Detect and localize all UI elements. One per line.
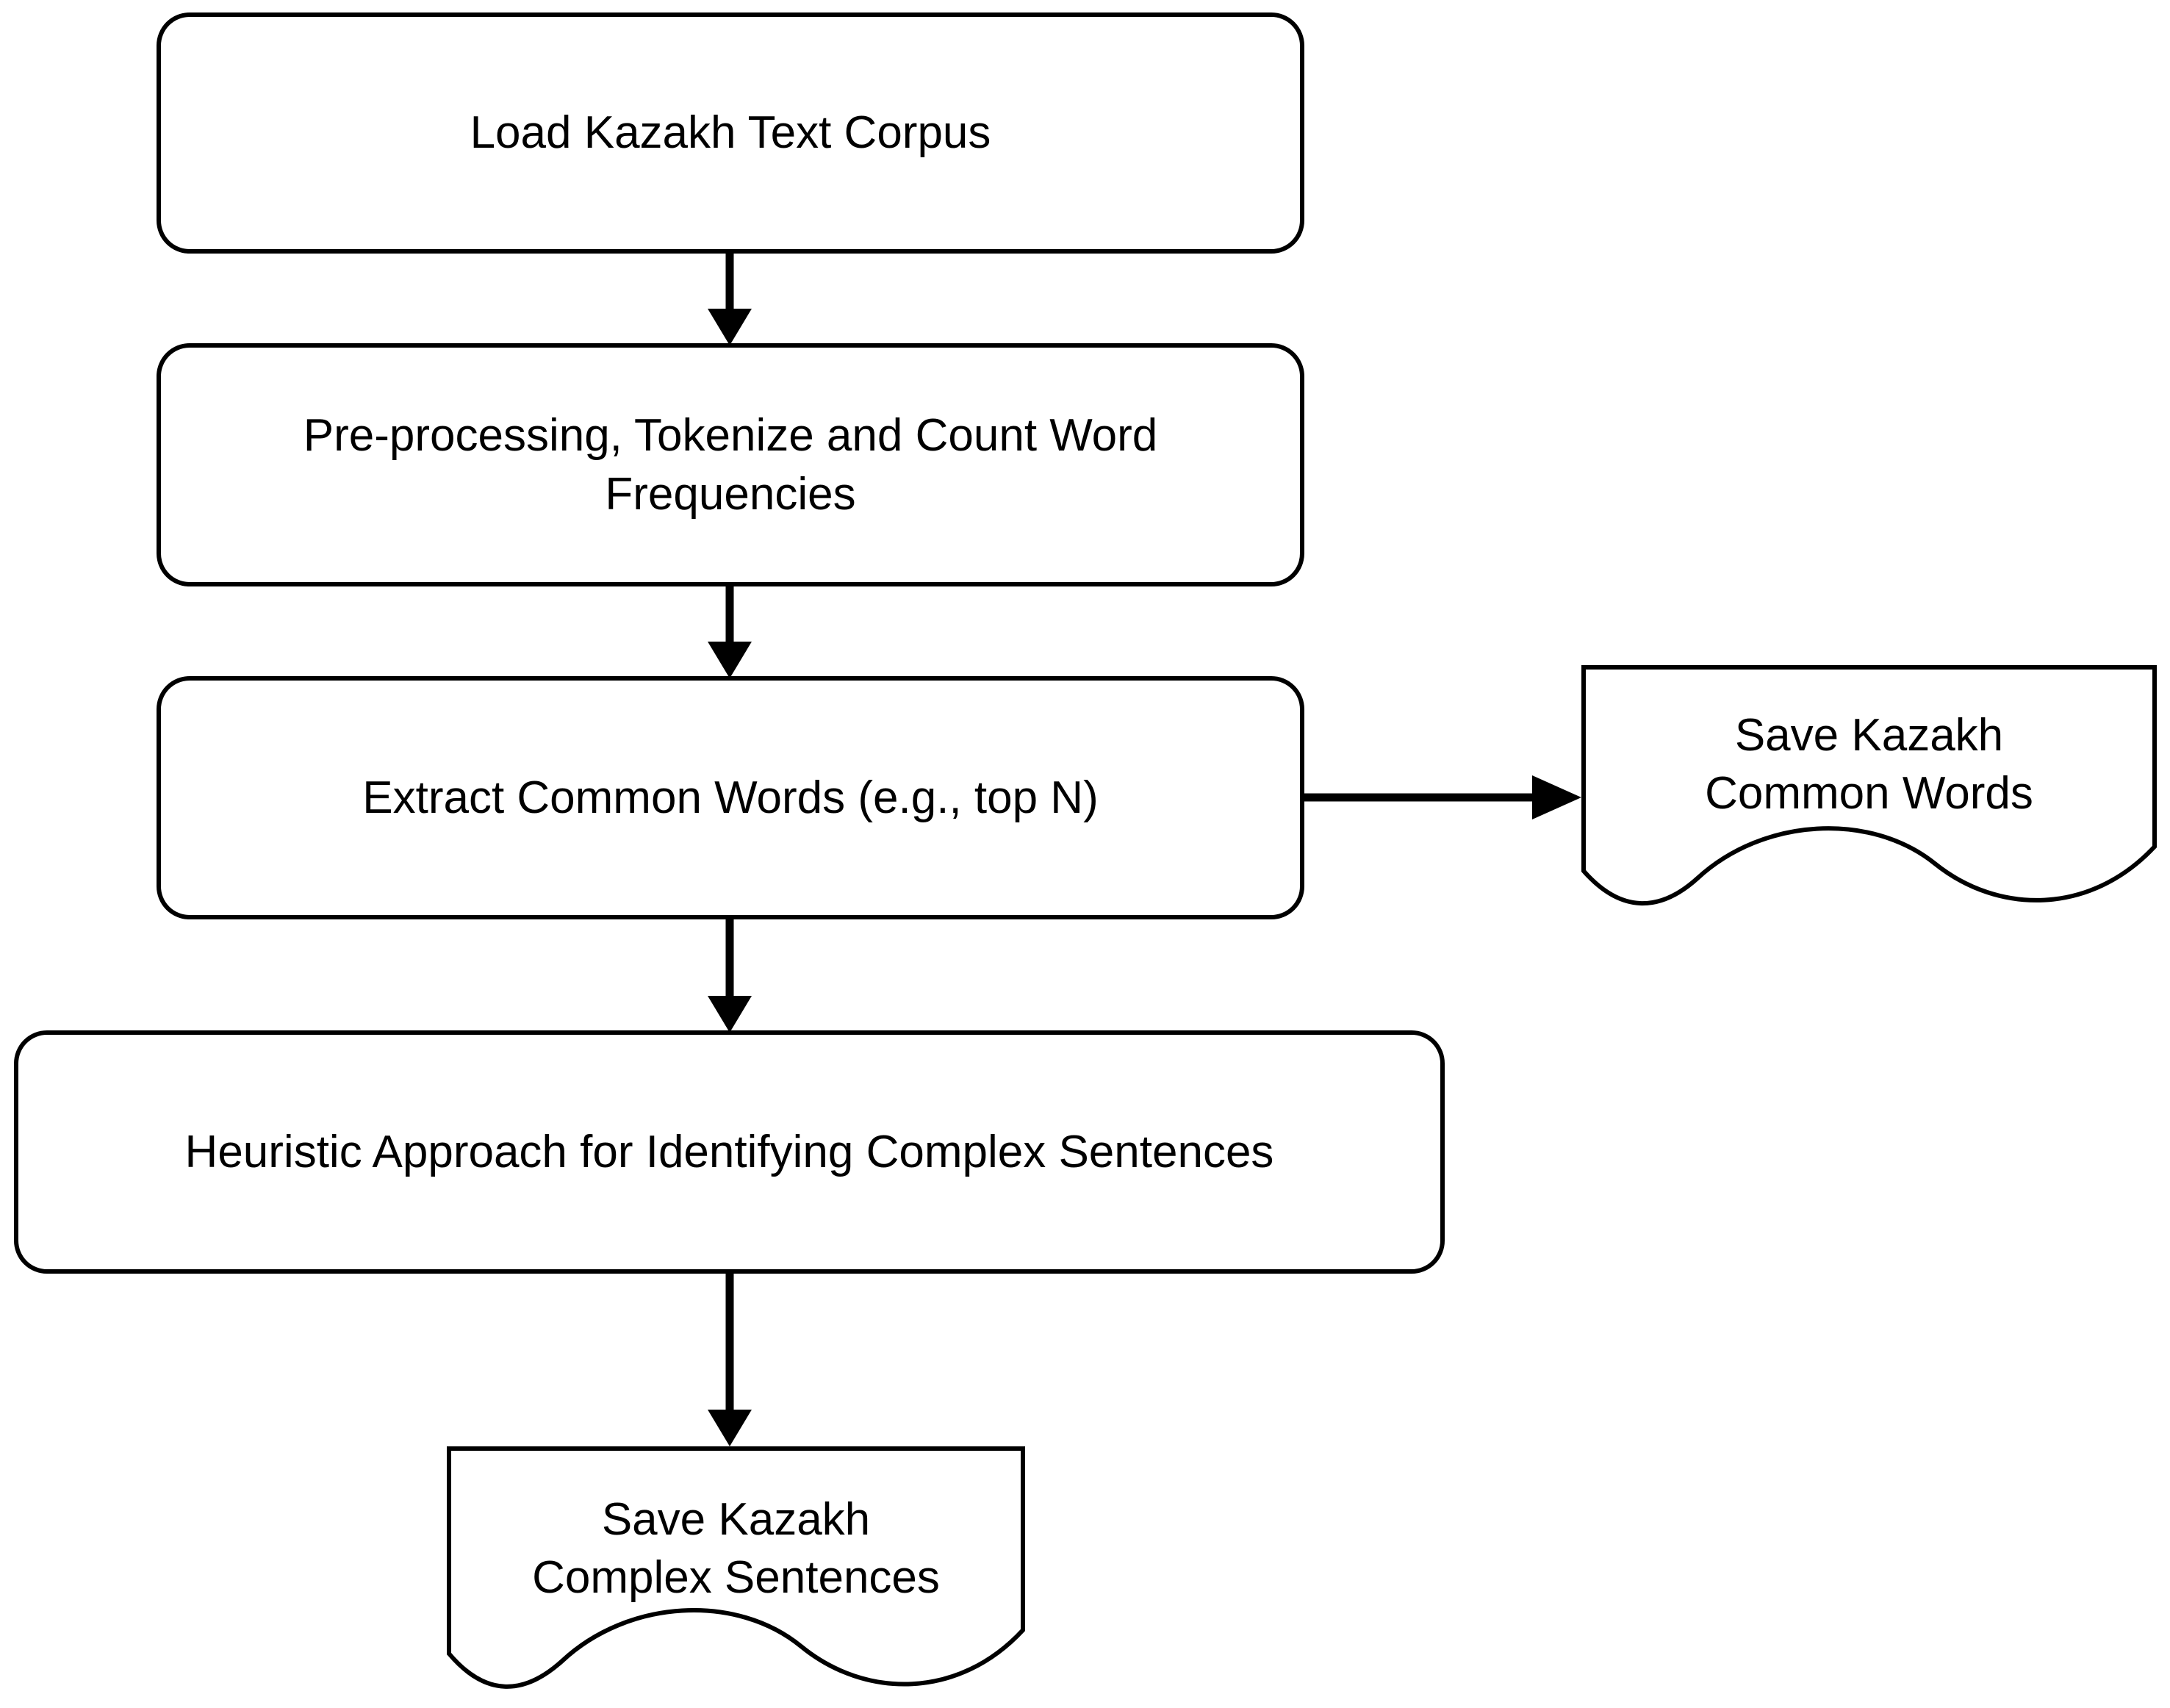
edge-load-to-preprocess xyxy=(708,251,752,345)
edge-preprocess-to-extract xyxy=(708,584,752,678)
edge-extract-to-save-words xyxy=(1302,775,1581,819)
node-save-common-words[interactable] xyxy=(1581,665,2157,904)
node-save-complex-sentences-shape[interactable] xyxy=(447,1446,1025,1689)
node-extract-common-words[interactable] xyxy=(159,678,1302,917)
edge-preprocess-to-extract-arrowhead xyxy=(708,642,752,678)
node-load-corpus[interactable] xyxy=(159,15,1302,251)
edge-heuristic-to-save-sentences-arrowhead xyxy=(708,1410,752,1446)
edge-extract-to-save-words-arrowhead xyxy=(1532,775,1581,819)
node-heuristic-approach[interactable] xyxy=(16,1033,1443,1271)
edge-extract-to-heuristic xyxy=(708,917,752,1033)
edge-extract-to-heuristic-arrowhead xyxy=(708,996,752,1033)
node-preprocess[interactable] xyxy=(159,345,1302,584)
node-save-common-words-shape[interactable] xyxy=(1581,665,2157,906)
edge-load-to-preprocess-arrowhead xyxy=(708,309,752,345)
node-save-complex-sentences[interactable] xyxy=(447,1446,1025,1690)
edge-heuristic-to-save-sentences xyxy=(708,1271,752,1446)
